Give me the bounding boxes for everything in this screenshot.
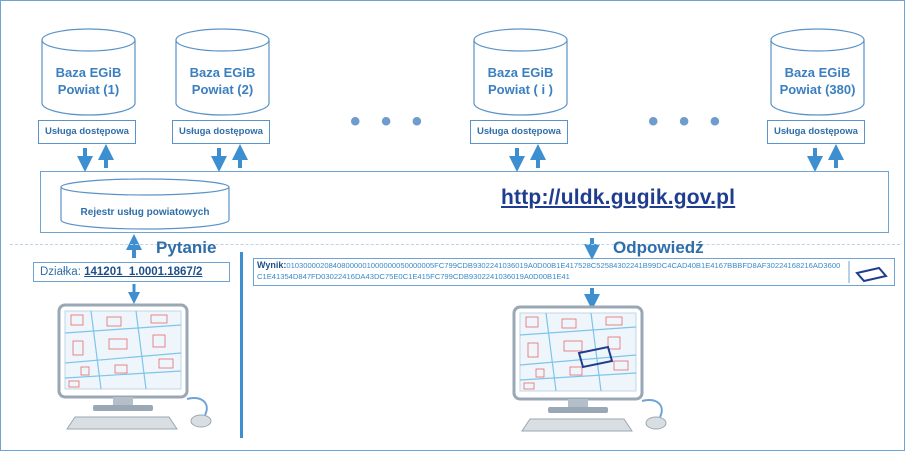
egib-database-i: Baza EGiB Powiat ( i ) xyxy=(473,28,568,116)
parcel-query-box: Działka: 141201_1.0001.1867/2 xyxy=(33,262,230,282)
parcel-query-label: Działka: xyxy=(40,266,85,278)
result-box: Wynik:0103000020840800000100000005000000… xyxy=(253,258,895,286)
database-title: Baza EGiB xyxy=(189,65,256,80)
divider-dashed xyxy=(10,244,900,246)
database-title: Baza EGiB xyxy=(487,65,554,80)
access-service-2: Usługa dostępowa xyxy=(172,120,270,144)
database-county: Powiat (380) xyxy=(779,82,856,97)
uldk-url-link[interactable]: http://uldk.gugik.gov.pl xyxy=(501,186,736,209)
client-computer-answer xyxy=(512,305,667,432)
egib-database-2: Baza EGiB Powiat (2) xyxy=(175,28,270,116)
registry-database: Rejestr usług powiatowych xyxy=(60,178,230,230)
ellipsis-left: • • • xyxy=(350,105,429,138)
ellipsis-right: • • • xyxy=(648,105,727,138)
parcel-shape-icon xyxy=(848,261,888,283)
database-title: Baza EGiB xyxy=(784,65,851,80)
answer-header: Odpowiedź xyxy=(613,238,704,257)
registry-label: Rejestr usług powiatowych xyxy=(80,207,210,218)
question-header: Pytanie xyxy=(156,238,217,257)
separator-line xyxy=(240,252,243,438)
parcel-id-value[interactable]: 141201_1.0001.1867/2 xyxy=(84,266,203,278)
egib-database-1: Baza EGiB Powiat (1) xyxy=(41,28,136,116)
database-county: Powiat ( i ) xyxy=(488,82,553,97)
egib-database-380: Baza EGiB Powiat (380) xyxy=(770,28,865,116)
client-computer-question xyxy=(57,303,212,430)
access-service-380: Usługa dostępowa xyxy=(767,120,865,144)
access-service-i: Usługa dostępowa xyxy=(470,120,568,144)
database-title: Baza EGiB xyxy=(55,65,122,80)
result-label: Wynik xyxy=(257,260,284,270)
database-county: Powiat (2) xyxy=(191,82,254,97)
database-county: Powiat (1) xyxy=(57,82,120,97)
access-service-1: Usługa dostępowa xyxy=(38,120,136,144)
result-wkb-value: 01030000208408000001000000050000005FC799… xyxy=(257,261,841,281)
result-wkb-text: Wynik:0103000020840800000100000005000000… xyxy=(257,260,841,281)
